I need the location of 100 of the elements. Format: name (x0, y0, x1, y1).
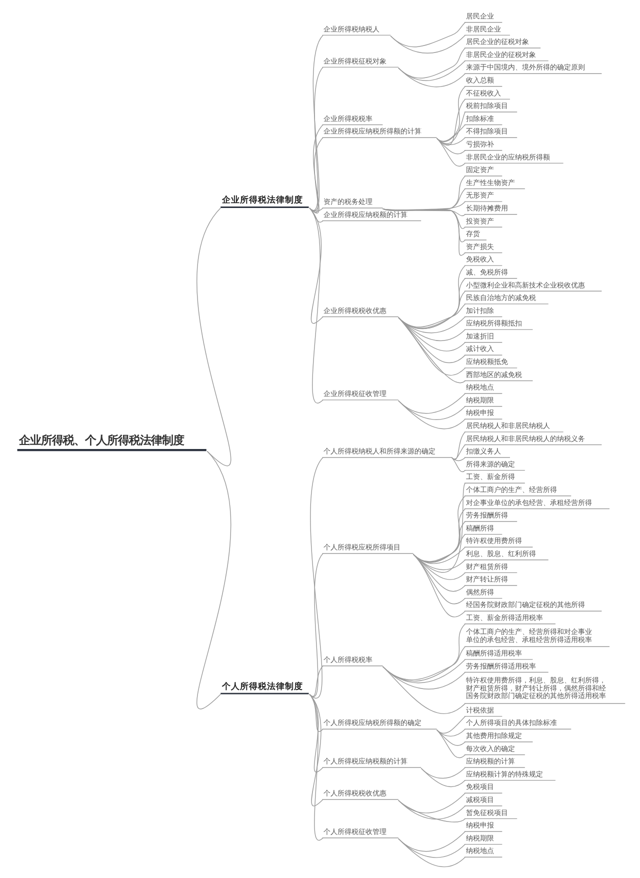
connector (308, 208, 323, 212)
node-text: 不得扣除项目 (465, 126, 508, 136)
connector (196, 208, 231, 466)
node-text: 加速折旧 (465, 331, 494, 340)
connector (420, 767, 466, 779)
node-text: 个人所得税征收管理 (323, 826, 386, 836)
node-text: 企业所得税税收优惠 (323, 306, 386, 315)
connector (436, 728, 466, 737)
node-text: 企业所得税应纳税所得额的计算 (323, 126, 422, 136)
node-text: 税前扣除项目 (465, 101, 508, 110)
connector (398, 68, 466, 88)
connector (308, 694, 323, 841)
connector (450, 444, 466, 460)
connector (308, 694, 323, 806)
connector (436, 137, 466, 145)
connector (420, 768, 466, 788)
connector (308, 457, 323, 699)
connector (436, 138, 466, 167)
node-text: 加计扣除 (465, 306, 494, 315)
connector (308, 208, 323, 324)
node-text: 个人所得税税率 (323, 654, 372, 664)
connector (382, 208, 466, 242)
node-text: 个人所得税应税所得项目 (323, 542, 400, 552)
connector (436, 729, 466, 746)
node-text: 财产转让所得 (465, 574, 508, 584)
node-text: 减、免税所得 (465, 267, 508, 276)
connector (382, 208, 466, 256)
connector (450, 457, 466, 472)
connector (398, 60, 466, 81)
node-text: 所得来源的确定 (465, 459, 514, 468)
connector (308, 208, 323, 404)
connector (308, 666, 323, 697)
node-text: 纳税地点 (465, 382, 494, 392)
node-text: 固定资产 (465, 165, 494, 174)
node-text: 个体工商户的生产、经营所得 (465, 485, 556, 494)
connector (398, 317, 466, 352)
node-text: 暂免征税项目 (465, 808, 508, 817)
node-text: 对企事业单位的承包经营、承租经营所得 (465, 498, 592, 507)
node-text: 减计收入 (465, 344, 494, 354)
connector (196, 450, 231, 709)
node-text: 个体工商户的生产、经营所得和对企事业单位的承包经营、承租经营所得适用税率 (465, 627, 592, 644)
node-text: 特许权使用费所得，利息、股息、红利所得，财产租赁所得，财产转让所得，偶然所得和经国务院财政部门确定征税的其他所得适用税率 (465, 676, 606, 700)
connector (412, 554, 466, 618)
node-text: 劳务报酬所得 (465, 510, 508, 520)
node-text: 个人所得税法律制度 (222, 682, 303, 692)
node-text: 企业所得税纳税人 (323, 24, 380, 34)
node-text: 免税收入 (465, 254, 494, 264)
node-text: 居民纳税人和非居民纳税人 (465, 421, 550, 430)
node-text: 减税项目 (465, 794, 494, 804)
node-text: 纳税地点 (465, 846, 494, 856)
node-text: 扣缴义务人 (465, 446, 500, 456)
connector (308, 553, 323, 697)
node-text: 扣除标准 (465, 114, 494, 123)
node-text: 收入总额 (465, 75, 494, 84)
node-text: 应纳税额的计算 (465, 756, 514, 766)
connector (398, 400, 466, 430)
node-text: 民族自治地方的减免税 (465, 293, 536, 302)
node-text: 个人所得税应纳税所得额的确定 (323, 718, 422, 728)
connector (436, 98, 466, 146)
node-text: 个人所得项目的具体扣除标准 (465, 718, 556, 728)
node-text: 稿酬所得适用税率 (465, 648, 522, 658)
node-text: 稿酬所得 (465, 523, 494, 532)
connector (308, 208, 323, 223)
node-text: 不征税收入 (465, 88, 500, 98)
connector (436, 112, 466, 144)
node-text: 西部地区的减免税 (465, 370, 522, 379)
connector (398, 316, 466, 334)
node-text: 企业所得税应纳税额的计算 (323, 210, 408, 219)
node-text: 资产的税务处理 (323, 197, 372, 206)
node-text: 免税项目 (465, 782, 494, 792)
node-text: 非居民企业的应纳税所得额 (465, 152, 550, 162)
node-text: 每次收入的确定 (465, 744, 514, 753)
node-text: 亏损弥补 (465, 139, 494, 148)
connector (412, 554, 466, 604)
connector (412, 554, 466, 580)
node-text: 纳税申报 (465, 408, 494, 418)
node-text: 财产租赁所得 (465, 562, 508, 571)
node-text: 特许权使用费所得 (465, 536, 522, 546)
node-text: 工资、薪金所得适用税率 (465, 612, 542, 622)
node-text: 经国务院财政部门确定征税的其他所得 (465, 600, 584, 610)
node-text: 应纳税额计算的特殊规定 (465, 769, 542, 778)
node-text: 工资、薪金所得 (465, 472, 514, 482)
node-text: 应纳税所得额抵扣 (465, 318, 522, 328)
connector (308, 34, 323, 212)
connector (382, 208, 466, 229)
connector (450, 457, 466, 462)
connector (450, 432, 466, 460)
node-text: 利息、股息、红利所得 (465, 548, 536, 558)
connector (308, 66, 323, 211)
connector (308, 137, 323, 212)
node-text: 企业所得税法律制度 (222, 196, 303, 206)
node-text: 企业所得税税率 (323, 114, 372, 123)
node-text: 居民企业的征税对象 (465, 37, 528, 46)
node-text: 纳税期限 (465, 833, 494, 842)
node-text: 应纳税额抵免 (465, 357, 508, 366)
node-text: 小型微利企业和高新技术企业税收优惠 (465, 280, 584, 290)
connector (398, 838, 466, 868)
node-text: 偶然所得 (465, 587, 494, 596)
node-text: 非居民企业的征税对象 (465, 50, 536, 59)
node-text: 非居民企业 (465, 24, 500, 34)
